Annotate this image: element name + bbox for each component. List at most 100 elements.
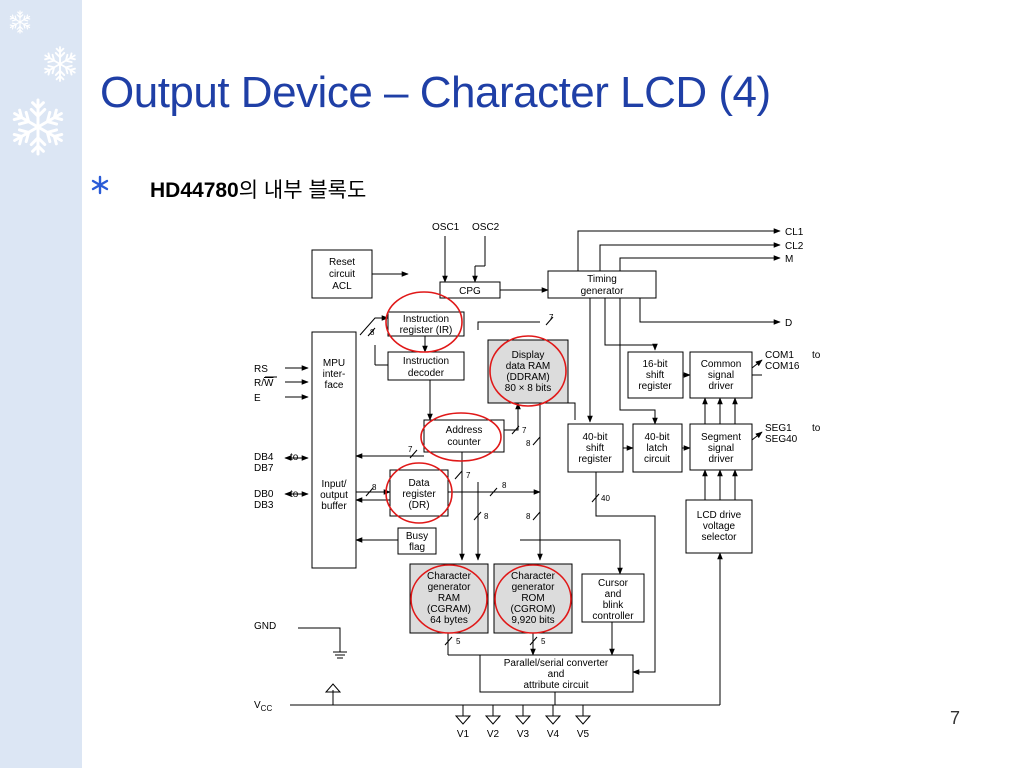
block-cursor-line: blink [603,600,625,611]
signal-seg40: SEG40 [765,434,798,445]
block-pconv-line: attribute circuit [523,680,588,691]
block-reset-line: Reset [329,257,355,268]
block-ac-line: counter [447,437,481,448]
block-latch40-line: latch [646,443,667,454]
block-ac-line: Address [446,425,483,436]
block-instruction-register: Instruction register (IR) [387,311,465,337]
signal-e: E [254,393,261,404]
block-instruction-decoder: Instruction decoder [387,351,465,381]
block-ddram: Display data RAM (DDRAM) 80 × 8 bits [487,339,569,404]
bus-width: 5 [456,637,461,646]
signal-db4-to: to [290,452,299,463]
signal-cl2: CL2 [785,241,804,252]
block-cgram-line: (CGRAM) [427,604,471,615]
block-lcd-drive-voltage-selector: LCD drive voltage selector [685,499,753,554]
signal-com-to: to [812,350,821,361]
block-decoder-line: Instruction [403,356,449,367]
highlight-ring-ddram [489,335,567,407]
block-pconv-line: Parallel/serial converter [504,658,609,669]
block-io-line: buffer [321,501,347,512]
block-timing-line: generator [581,286,624,297]
bus-width: 7 [549,313,554,322]
block-busy-flag: Busy flag [397,527,437,555]
block-ir-line: register (IR) [400,325,453,336]
signal-db7: DB7 [254,463,274,474]
block-io-line: Input/ [321,479,346,490]
highlight-ring-ir [385,291,463,353]
block-cgrom: Character generator ROM (CGROM) 9,920 bi… [493,563,573,634]
hd44780-block-diagram: Reset circuit ACL CPG Timing generator I… [254,222,821,740]
block-ddram-line: (DDRAM) [506,372,549,383]
block-cgrom-line: generator [512,582,555,593]
signal-com1: COM1 [765,350,794,361]
block-cpg-label: CPG [459,286,481,297]
block-lcdv-line: LCD drive [697,510,742,521]
block-mpu-line: face [325,380,344,391]
block-common-signal-driver: Common signal driver [689,351,753,399]
block-reset-line: ACL [332,281,352,292]
asterisk-icon [91,175,109,195]
bullet-description: 의 내부 블록도 [238,179,367,202]
bus-width: 8 [484,512,489,521]
block-shift40-line: 40-bit [582,432,607,443]
signal-db0: DB0 [254,489,274,500]
bus-width: 5 [541,637,546,646]
highlight-ring-data-register [385,462,453,524]
block-busy-line: flag [409,542,425,553]
slide-title: Output Device – Character LCD (4) [100,68,771,117]
wires [284,228,781,725]
block-reset-line: circuit [329,269,355,280]
signal-cl1: CL1 [785,227,804,238]
block-shift16-line: 16-bit [642,359,667,370]
block-40bit-latch-circuit: 40-bit latch circuit [632,423,683,473]
signal-seg-to: to [812,423,821,434]
highlight-ring-cgrom [494,564,572,634]
block-common-line: driver [708,381,734,392]
block-segment-signal-driver: Segment signal driver [689,423,753,471]
signal-vcc: VCC [254,700,272,713]
block-dr-line: Data [408,478,430,489]
signal-v2: V2 [487,729,500,740]
block-timing-generator: Timing generator [547,270,657,299]
block-cgram-line: RAM [438,593,460,604]
bus-width: 8 [372,483,377,492]
block-cgrom-line: 9,920 bits [511,615,554,626]
signal-v5: V5 [577,729,590,740]
signal-v4: V4 [547,729,560,740]
block-segment-line: signal [708,443,734,454]
bus-width: 40 [601,494,610,503]
block-data-register: Data register (DR) [389,469,449,517]
block-cursor-blink-controller: Cursor and blink controller [581,573,645,623]
block-cgrom-line: (CGROM) [511,604,556,615]
block-reset: Reset circuit ACL [311,249,373,299]
signal-db3: DB3 [254,500,274,511]
block-shift16-line: register [638,381,672,392]
signal-osc1: OSC1 [432,222,460,233]
bus-width: 7 [522,426,527,435]
signal-v3: V3 [517,729,530,740]
page-number: 7 [950,708,961,728]
block-cpg: CPG [439,281,501,299]
bullet-text: HD44780의 내부 블록도 [150,174,366,204]
block-segment-line: Segment [701,432,741,443]
signal-gnd: GND [254,621,276,632]
block-lcdv-line: voltage [703,521,736,532]
sidebar-decoration [0,0,82,768]
signal-rs: RS [254,364,268,375]
block-parallel-serial-converter: Parallel/serial converter and attribute … [479,654,634,693]
block-latch40-line: 40-bit [644,432,669,443]
signal-db4: DB4 [254,452,274,463]
block-common-line: Common [701,359,742,370]
snowflake-icon [11,100,65,154]
signal-m: M [785,254,793,265]
block-latch40-line: circuit [644,454,670,465]
bus-width: 8 [502,481,507,490]
snowflake-group [0,0,82,170]
block-shift16-line: shift [646,370,665,381]
block-lcdv-line: selector [701,532,737,543]
block-cgram-line: Character [427,571,472,582]
block-ddram-line: Display [512,350,545,361]
bus-width: 8 [370,328,375,337]
block-ir-line: Instruction [403,314,449,325]
signal-d: D [785,318,792,329]
